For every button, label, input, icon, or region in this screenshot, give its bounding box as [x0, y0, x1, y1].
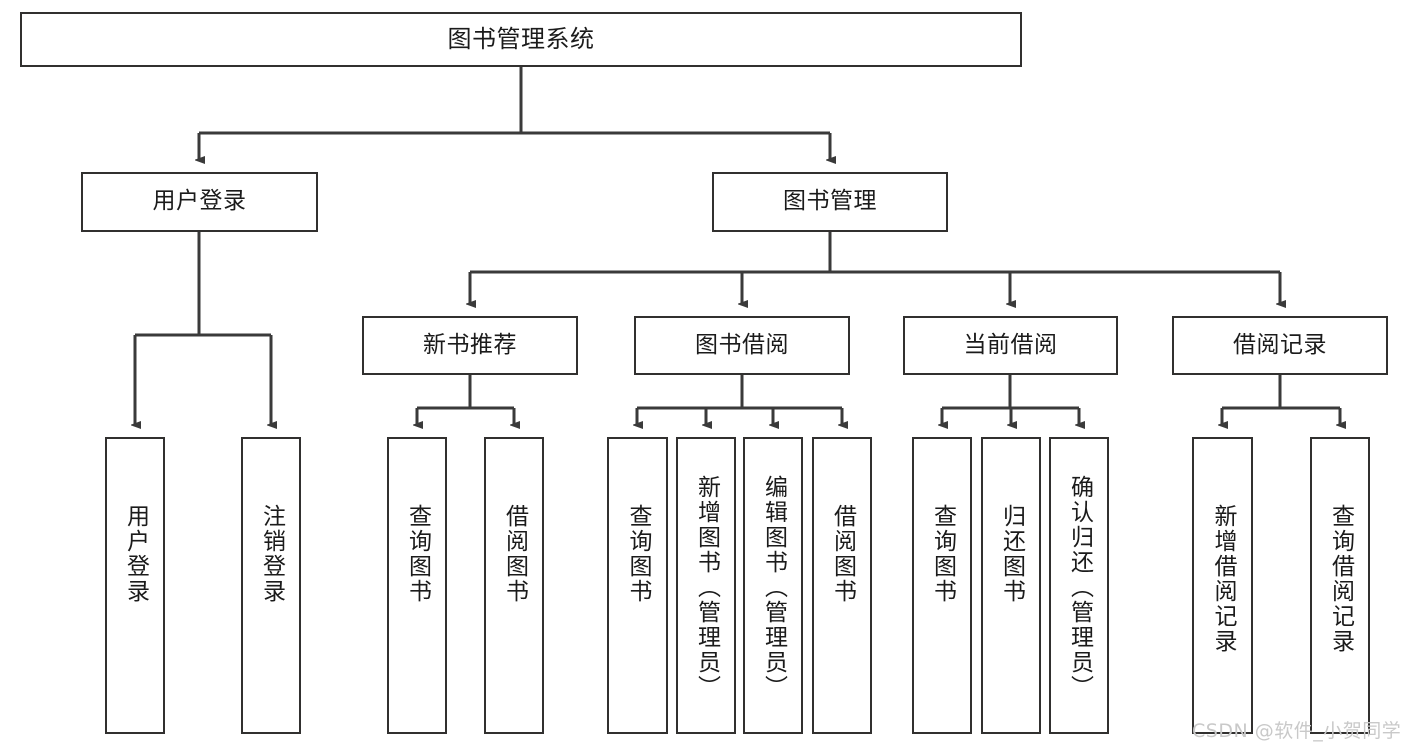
- node-label: 新增借阅记录: [1210, 504, 1236, 655]
- node-label: 归还图书: [998, 504, 1025, 605]
- leaf-query-book-current[interactable]: 查询图书: [912, 437, 972, 734]
- node-label: 查询图书: [625, 504, 651, 605]
- node-label: 确认归还（管理员）: [1066, 475, 1093, 700]
- node-label: 用户登录: [152, 188, 247, 215]
- node-label: 图书借阅: [695, 331, 789, 358]
- node-label: 查询图书: [404, 504, 431, 605]
- node-label: 图书管理: [783, 188, 877, 215]
- leaf-edit-book-admin[interactable]: 编辑图书（管理员）: [743, 437, 803, 734]
- leaf-query-book-borrow[interactable]: 查询图书: [607, 437, 668, 734]
- node-book-management[interactable]: 图书管理: [712, 172, 948, 232]
- node-label: 编辑图书（管理员）: [760, 475, 787, 700]
- node-borrow-records[interactable]: 借阅记录: [1172, 316, 1388, 375]
- node-label: 查询图书: [929, 504, 956, 605]
- node-label: 用户登录: [122, 504, 149, 605]
- node-new-book-recommend[interactable]: 新书推荐: [362, 316, 578, 375]
- node-label: 借阅图书: [829, 504, 856, 605]
- leaf-logout[interactable]: 注销登录: [241, 437, 301, 734]
- leaf-user-login[interactable]: 用户登录: [105, 437, 165, 734]
- node-label: 查询借阅记录: [1327, 504, 1354, 655]
- leaf-confirm-return-admin[interactable]: 确认归还（管理员）: [1049, 437, 1109, 734]
- node-root-system[interactable]: 图书管理系统: [20, 12, 1022, 67]
- leaf-query-book-recommend[interactable]: 查询图书: [387, 437, 447, 734]
- node-label: 图书管理系统: [447, 25, 595, 54]
- node-current-borrow[interactable]: 当前借阅: [903, 316, 1118, 375]
- leaf-query-borrow-record[interactable]: 查询借阅记录: [1310, 437, 1370, 734]
- leaf-add-borrow-record[interactable]: 新增借阅记录: [1192, 437, 1253, 734]
- node-label: 新增图书（管理员）: [693, 475, 720, 700]
- node-book-borrow[interactable]: 图书借阅: [634, 316, 850, 375]
- node-label: 新书推荐: [423, 331, 517, 358]
- leaf-borrow-book-recommend[interactable]: 借阅图书: [484, 437, 544, 734]
- node-label: 借阅记录: [1233, 331, 1327, 358]
- node-user-login[interactable]: 用户登录: [81, 172, 318, 232]
- node-label: 注销登录: [258, 504, 285, 605]
- leaf-borrow-book[interactable]: 借阅图书: [812, 437, 872, 734]
- node-label: 当前借阅: [963, 331, 1058, 358]
- leaf-add-book-admin[interactable]: 新增图书（管理员）: [676, 437, 736, 734]
- node-label: 借阅图书: [501, 504, 528, 605]
- leaf-return-book[interactable]: 归还图书: [981, 437, 1041, 734]
